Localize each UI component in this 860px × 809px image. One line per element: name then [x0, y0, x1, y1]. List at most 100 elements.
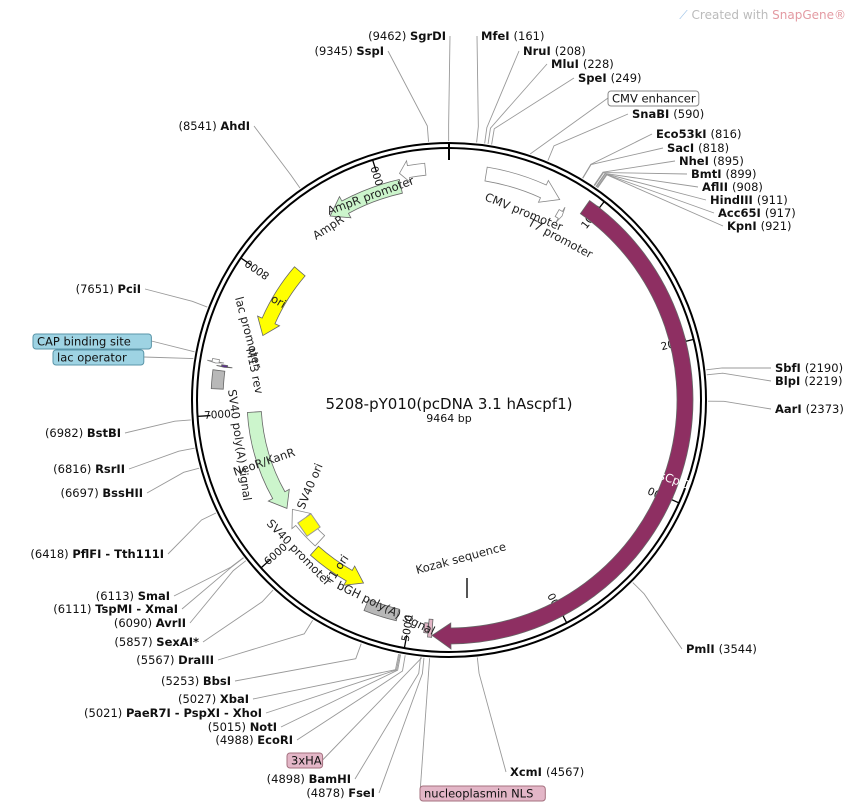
site-pcii[interactable]: (7651) PciI — [76, 282, 208, 308]
site-leader-line — [596, 173, 715, 214]
site-bamhi[interactable]: (4898) BamHI — [267, 657, 421, 786]
site-kpni[interactable]: KpnI (921) — [597, 174, 792, 233]
site-acc65i[interactable]: Acc65I (917) — [596, 173, 796, 220]
site-bsshii[interactable]: (6697) BssHII — [60, 467, 200, 500]
site-nhei[interactable]: NheI (895) — [593, 154, 744, 186]
site-bbsi[interactable]: (5253) BbsI — [161, 643, 362, 688]
site-ecori[interactable]: (4988) EcoRI — [215, 655, 406, 747]
site-leader-line — [387, 50, 430, 142]
site-label: (5015) NotI — [208, 720, 277, 734]
site-leader-line — [706, 372, 772, 382]
site-leader-line — [378, 657, 425, 794]
site-label: SnaBI (590) — [632, 107, 704, 121]
site-label: (7651) PciI — [76, 282, 141, 296]
feature-neor-kanr[interactable]: NeoR/KanR — [231, 411, 297, 509]
site-label: (6697) BssHII — [60, 486, 143, 500]
feature-cmv-promoter[interactable] — [484, 166, 561, 203]
ori-arrow — [256, 266, 306, 337]
site-label: XcmI (4567) — [510, 765, 584, 779]
site-draiii[interactable]: (5567) DraIII — [136, 619, 314, 667]
site-sexai[interactable]: (5857) SexAI* — [114, 589, 274, 649]
callout-label: CMV enhancer — [612, 92, 696, 106]
site-noti[interactable]: (5015) NotI — [208, 654, 402, 734]
site-rsrii[interactable]: (6816) RsrII — [53, 447, 195, 476]
site-label: BlpI (2219) — [775, 374, 842, 388]
site-saci[interactable]: SacI (818) — [582, 141, 729, 179]
site-xbai[interactable]: (5027) XbaI — [178, 653, 400, 706]
site-label: NheI (895) — [679, 154, 744, 168]
site-hindiii[interactable]: HindIII (911) — [595, 173, 788, 207]
site-leader-line — [217, 619, 314, 661]
site-label: HindIII (911) — [710, 193, 788, 207]
site-label: MfeI (161) — [481, 29, 544, 43]
site-bmti[interactable]: BmtI (899) — [594, 167, 757, 187]
site-label: PmlI (3544) — [686, 642, 757, 656]
site-label: (8541) AhdI — [178, 119, 250, 133]
feature-t7-promoter[interactable] — [554, 207, 566, 223]
site-aflii[interactable]: AflII (908) — [595, 172, 763, 194]
site-mfei[interactable]: MfeI (161) — [476, 29, 545, 143]
feature-m13-rev[interactable] — [216, 364, 233, 369]
site-leader-line — [595, 173, 707, 201]
callout-leader-line — [151, 340, 195, 353]
site-ahdi[interactable]: (8541) AhdI — [178, 119, 301, 189]
tick-label: 8000 — [243, 257, 272, 282]
site-sbfi[interactable]: SbfI (2190) — [706, 361, 843, 375]
site-leader-line — [582, 133, 653, 179]
site-label: (5567) DraIII — [136, 653, 214, 667]
site-sgrdi[interactable]: (9462) SgrDI — [368, 29, 451, 142]
site-smai[interactable]: (6113) SmaI — [96, 557, 244, 603]
feature-ori[interactable]: ori — [256, 266, 306, 337]
ascpf1-arrow — [431, 200, 694, 650]
feature-ampr-promoter[interactable] — [398, 159, 427, 184]
callout-3xha[interactable]: 3xHA — [286, 657, 423, 769]
watermark-brand: SnapGene® — [772, 8, 846, 22]
feature-bgh-poly-a-signal[interactable] — [363, 598, 400, 622]
site-leader-line — [594, 172, 688, 187]
feature-nucleoplasmin-nls[interactable] — [427, 618, 434, 638]
ampr-promoter-arrow — [398, 159, 427, 184]
callout-label: nucleoplasmin NLS — [424, 787, 533, 801]
callout-box — [286, 752, 324, 769]
site-blpi[interactable]: BlpI (2219) — [706, 372, 843, 388]
bgh-polya-label: bGH poly(A) signal — [335, 578, 438, 638]
plasmid-size: 9464 bp — [426, 412, 471, 425]
tick-label: 5000 — [400, 614, 417, 642]
site-spei[interactable]: SpeI (249) — [491, 71, 642, 145]
site-pflfi-tth111i[interactable]: (6418) PflFI - Tth111I — [30, 512, 217, 561]
tick-mark — [260, 558, 272, 569]
site-bstbi[interactable]: (6982) BstBI — [45, 419, 191, 440]
site-avrii[interactable]: (6090) AvrII — [114, 560, 247, 630]
site-snabi[interactable]: SnaBI (590) — [547, 107, 704, 161]
feature-f1-ori[interactable]: f1 ori — [309, 545, 365, 586]
site-sspi[interactable]: (9345) SspI — [314, 44, 430, 142]
site-label: (6113) SmaI — [96, 589, 170, 603]
site-nrui[interactable]: NruI (208) — [484, 44, 586, 144]
feature-3xha[interactable] — [423, 622, 429, 634]
site-leader-line — [448, 35, 451, 142]
feature-sv40-ori[interactable]: SV40 ori — [294, 461, 326, 537]
site-label: SbfI (2190) — [775, 361, 843, 375]
site-xcmi[interactable]: XcmI (4567) — [476, 657, 584, 779]
site-paer7i-pspxi-xhoi[interactable]: (5021) PaeR7I - PspXI - XhoI — [84, 654, 401, 720]
callout-lac-operator[interactable]: lac operator — [52, 349, 194, 366]
site-label: SpeI (249) — [578, 71, 642, 85]
backbone — [191, 142, 707, 658]
callout-box — [52, 349, 145, 366]
callout-cap-binding-site[interactable]: CAP binding site — [32, 333, 195, 353]
callout-cmv-enhancer[interactable]: CMV enhancer — [529, 90, 700, 155]
site-fsei[interactable]: (4878) FseI — [306, 657, 425, 800]
site-mlui[interactable]: MluI (228) — [487, 57, 614, 145]
site-aari[interactable]: AarI (2373) — [707, 400, 844, 416]
site-leader-line — [632, 582, 683, 650]
site-pmli[interactable]: PmlI (3544) — [632, 582, 757, 656]
site-tspmi-xmai[interactable]: (6111) TspMI - XmaI — [53, 557, 244, 616]
site-leader-line — [202, 589, 274, 643]
site-leader-line — [582, 147, 664, 179]
feature-ampr[interactable] — [329, 179, 403, 219]
callout-nucleoplasmin-nls[interactable]: nucleoplasmin NLS — [419, 658, 546, 802]
feature-lac-promoter[interactable] — [207, 358, 225, 364]
callout-leader-line — [419, 658, 431, 794]
bgh-poly-a-signal-arrow — [363, 598, 400, 622]
feature-sv40-poly-a-signal[interactable] — [210, 369, 226, 390]
